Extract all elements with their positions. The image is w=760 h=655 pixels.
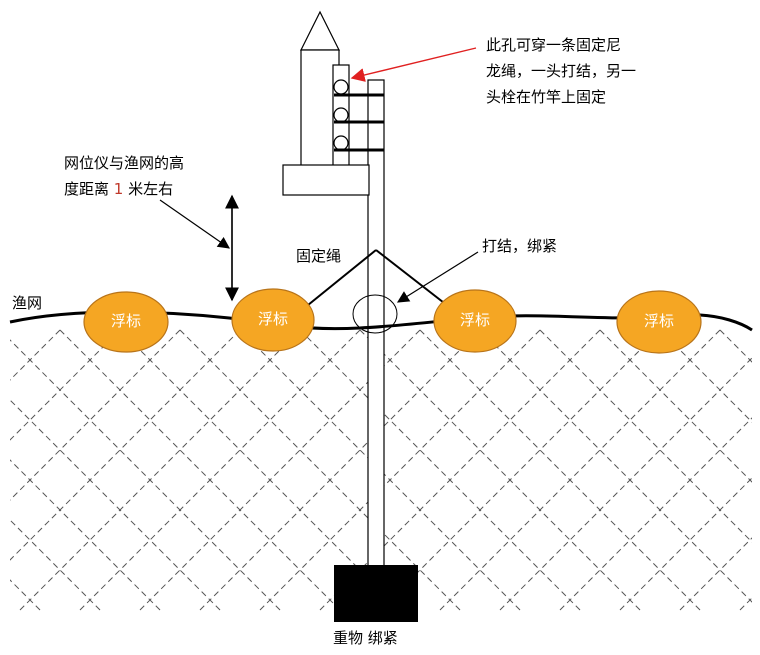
height-pointer <box>159 199 230 249</box>
buoy-3 <box>433 289 517 353</box>
hole-note-line-1: 此孔可穿一条固定尼 <box>486 36 622 54</box>
height-note-line-2: 度距离 1 米左右 <box>64 176 184 202</box>
knot-circle <box>352 294 398 334</box>
hole-note-line-2: 龙绳，一头打结，另一 <box>486 62 637 80</box>
net-mesh <box>10 329 752 612</box>
buoy-2 <box>231 288 315 352</box>
buoys <box>83 288 702 354</box>
buoy-label-3: 浮标 <box>459 311 490 329</box>
buoy-4 <box>616 290 702 354</box>
height-note-number: 1 <box>113 180 124 198</box>
net-sonde-device <box>282 10 370 196</box>
hole-note: 此孔可穿一条固定尼 龙绳，一头打结，另一 头栓在竹竿上固定 <box>486 32 636 110</box>
height-note-post: 米左右 <box>123 180 174 198</box>
knot-pointer <box>396 251 479 303</box>
buoy-1 <box>83 291 169 353</box>
hole-note-line-3: 头栓在竹竿上固定 <box>486 88 607 106</box>
hole-arrow <box>350 47 477 82</box>
weight-tie-label: 重物 绑紧 <box>333 629 398 647</box>
height-note-line-1: 网位仪与渔网的高 <box>64 154 185 172</box>
buoy-label-2: 浮标 <box>257 310 288 328</box>
buoy-label-4: 浮标 <box>643 312 674 330</box>
height-note-pre: 度距离 <box>64 180 114 198</box>
clamp-bars <box>334 93 384 152</box>
pole <box>367 79 385 571</box>
height-note: 网位仪与渔网的高 度距离 1 米左右 <box>64 150 184 202</box>
knot-tie-label: 打结，绑紧 <box>482 237 558 255</box>
buoy-label-1: 浮标 <box>110 312 141 330</box>
fixing-rope-label: 固定绳 <box>296 247 342 265</box>
weight-block <box>334 565 418 622</box>
fishing-net-label: 渔网 <box>12 294 43 312</box>
